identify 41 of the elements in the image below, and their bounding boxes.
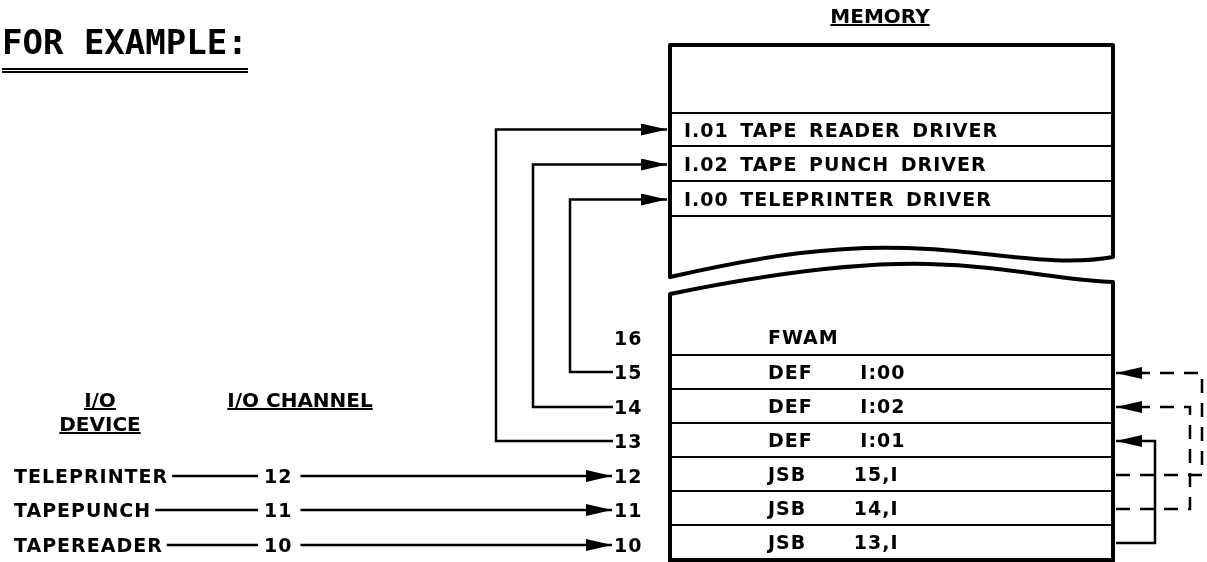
arrow <box>1116 367 1204 477</box>
arrow <box>300 539 612 551</box>
memory-row: FWAM <box>668 320 1115 356</box>
address-number: 12 <box>614 464 648 488</box>
connector-line <box>155 508 258 512</box>
address-number: 15 <box>614 360 648 384</box>
arrow <box>494 123 667 443</box>
column-heading: I/O DEVICE <box>58 388 142 436</box>
column-heading: I/O CHANNEL <box>226 388 374 412</box>
memory-row: DEF I:02 <box>668 390 1115 424</box>
connector-line <box>172 474 258 478</box>
memory-row: JSB 14,I <box>668 492 1115 526</box>
arrow <box>300 470 612 482</box>
memory-row: DEF I:00 <box>668 356 1115 390</box>
memory-row: JSB 15,I <box>668 458 1115 492</box>
address-number: 11 <box>614 498 648 522</box>
arrow <box>568 193 667 374</box>
arrow <box>1116 401 1192 511</box>
connector-line <box>166 543 258 547</box>
channel-number: 10 <box>264 533 293 557</box>
device-name: TELEPRINTER <box>14 464 169 488</box>
arrow <box>1116 435 1157 545</box>
memory-row: I.01 TAPE READER DRIVER <box>668 112 1115 147</box>
memory-block <box>668 262 1115 562</box>
address-number: 13 <box>614 429 648 453</box>
memory-row: I.02 TAPE PUNCH DRIVER <box>668 147 1115 182</box>
memory-heading: MEMORY <box>829 4 931 28</box>
device-name: TAPEREADER <box>14 533 163 557</box>
arrow <box>300 504 612 516</box>
address-number: 16 <box>614 326 648 350</box>
title: FOR EXAMPLE: <box>2 22 248 73</box>
device-name: TAPEPUNCH <box>14 498 152 522</box>
address-number: 10 <box>614 533 648 557</box>
memory-row: I.00 TELEPRINTER DRIVER <box>668 182 1115 217</box>
channel-number: 11 <box>264 498 293 522</box>
address-number: 14 <box>614 395 648 419</box>
memory-row: JSB 13,I <box>668 526 1115 560</box>
memory-block <box>668 45 1115 279</box>
memory-row: DEF I:01 <box>668 424 1115 458</box>
channel-number: 12 <box>264 464 293 488</box>
arrow <box>531 158 667 409</box>
